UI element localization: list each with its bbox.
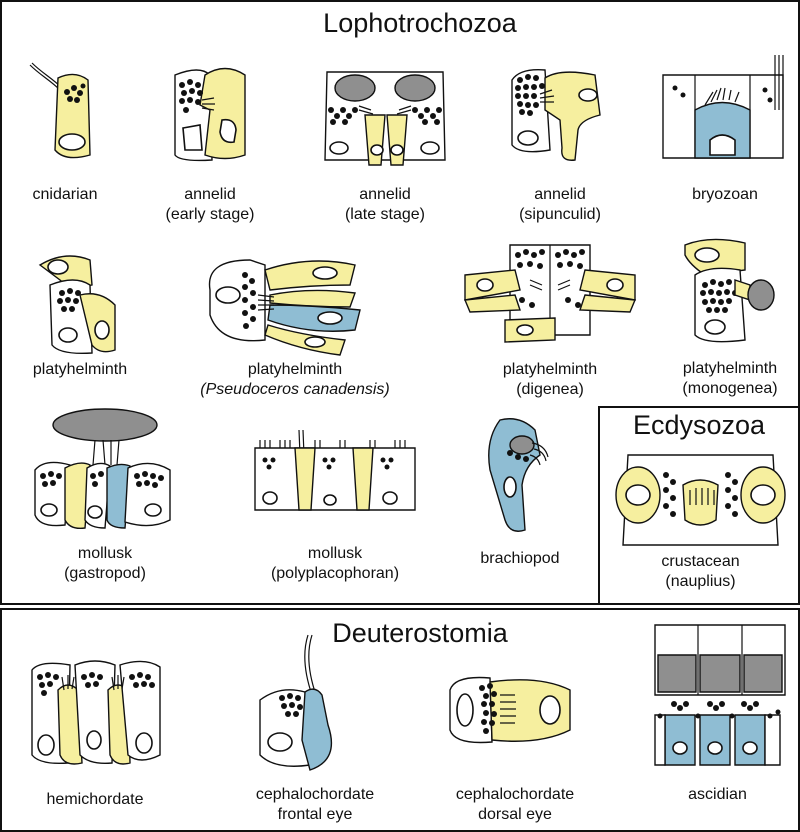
brachiopod-eye-illustration bbox=[460, 415, 580, 540]
platyhelminth-pseudoceros-figure: platyhelminth(Pseudoceros canadensis) bbox=[190, 245, 400, 415]
annelid-early-figure: annelid(early stage) bbox=[150, 60, 270, 230]
platyhelminth-pseudoceros-caption: platyhelminth(Pseudoceros canadensis) bbox=[190, 360, 400, 400]
lophotrochozoa-title: Lophotrochozoa bbox=[300, 8, 540, 39]
cephalochordate-dorsal-eye-illustration bbox=[440, 670, 590, 750]
annelid-early-eye-illustration bbox=[150, 60, 270, 170]
platyhelminth-figure: platyhelminth bbox=[20, 245, 140, 405]
ascidian-eye-illustration bbox=[640, 620, 795, 770]
cnidarian-caption: cnidarian bbox=[20, 185, 110, 205]
platyhelminth-digenea-eye-illustration bbox=[460, 240, 640, 350]
mollusk-polyplacophoran-figure: mollusk(polyplacophoran) bbox=[245, 430, 425, 600]
platyhelminth-pseudoceros-eye-illustration bbox=[190, 245, 400, 355]
bryozoan-figure: bryozoan bbox=[655, 50, 795, 210]
crustacean-caption: crustacean(nauplius) bbox=[608, 552, 793, 592]
hemichordate-figure: hemichordate bbox=[20, 655, 170, 825]
platyhelminth-caption: platyhelminth bbox=[20, 360, 140, 380]
annelid-early-caption: annelid(early stage) bbox=[150, 185, 270, 225]
mollusk-gastropod-caption: mollusk(gastropod) bbox=[25, 544, 185, 584]
bryozoan-eye-illustration bbox=[655, 50, 795, 165]
hemichordate-eye-illustration bbox=[20, 655, 170, 770]
brachiopod-figure: brachiopod bbox=[460, 415, 580, 590]
hemichordate-caption: hemichordate bbox=[20, 790, 170, 810]
platyhelminth-digenea-caption: platyhelminth(digenea) bbox=[460, 360, 640, 400]
annelid-late-eye-illustration bbox=[315, 60, 455, 170]
annelid-sipunculid-eye-illustration bbox=[500, 60, 620, 170]
cephalochordate-frontal-eye-illustration bbox=[240, 630, 390, 780]
mollusk-gastropod-eye-illustration bbox=[25, 410, 185, 535]
crustacean-eye-illustration bbox=[608, 450, 793, 550]
ascidian-figure: ascidian bbox=[640, 620, 795, 810]
annelid-sipunculid-figure: annelid(sipunculid) bbox=[500, 60, 620, 230]
platyhelminth-digenea-figure: platyhelminth(digenea) bbox=[460, 240, 640, 415]
mollusk-polyplacophoran-caption: mollusk(polyplacophoran) bbox=[245, 544, 425, 584]
platyhelminth-monogenea-eye-illustration bbox=[665, 235, 795, 350]
annelid-late-figure: annelid(late stage) bbox=[315, 60, 455, 230]
platyhelminth-monogenea-figure: platyhelminth(monogenea) bbox=[665, 235, 795, 415]
platyhelminth-eye-illustration bbox=[20, 245, 140, 355]
mollusk-gastropod-figure: mollusk(gastropod) bbox=[25, 410, 185, 600]
bryozoan-caption: bryozoan bbox=[655, 185, 795, 205]
annelid-sipunculid-caption: annelid(sipunculid) bbox=[500, 185, 620, 225]
ascidian-caption: ascidian bbox=[640, 785, 795, 805]
mollusk-polyplacophoran-eye-illustration bbox=[245, 430, 425, 525]
brachiopod-caption: brachiopod bbox=[460, 549, 580, 569]
crustacean-figure: crustacean(nauplius) bbox=[608, 450, 793, 600]
platyhelminth-monogenea-caption: platyhelminth(monogenea) bbox=[665, 359, 795, 399]
cnidarian-figure: cnidarian bbox=[20, 50, 110, 210]
annelid-late-caption: annelid(late stage) bbox=[315, 185, 455, 225]
cnidarian-eye-illustration bbox=[20, 50, 110, 170]
